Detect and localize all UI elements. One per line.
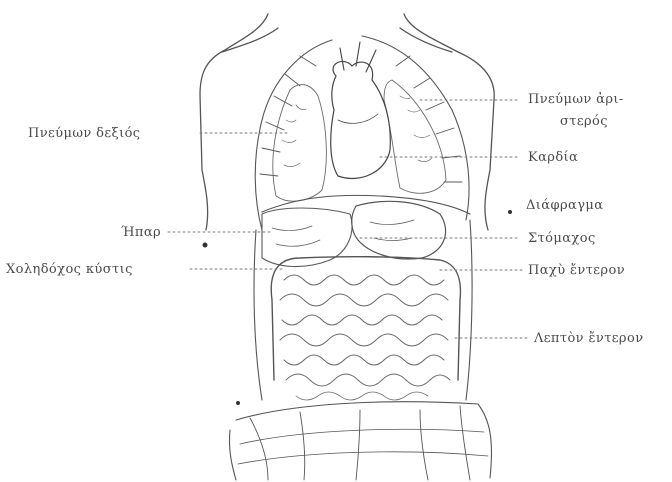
label-right-lung: Πνεύμων δεξιός [28,126,141,142]
label-gallbladder: Χοληδόχος κύστις [6,262,133,278]
label-left-lung-line1: Πνεύμων ἀρι- [528,92,624,108]
left-lung [384,80,446,193]
drape [229,402,491,480]
small-intestine [280,275,450,400]
body-outline [200,14,494,230]
label-liver: Ήπαρ [121,225,161,241]
label-diaphragm: Διάφραγμα [526,198,603,214]
label-heart: Καρδία [528,150,578,166]
label-large-intestine: Παχὺ ἔντερον [528,263,625,279]
label-small-intestine: Λεπτὸν ἔντερον [534,331,644,347]
leader-lines [168,100,530,338]
right-lung [273,85,327,202]
label-stomach: Στόμαχος [528,231,596,247]
heart [331,42,391,178]
stomach [352,201,446,259]
diaphragm [262,195,470,214]
label-left-lung-line2: στερός [560,114,608,130]
